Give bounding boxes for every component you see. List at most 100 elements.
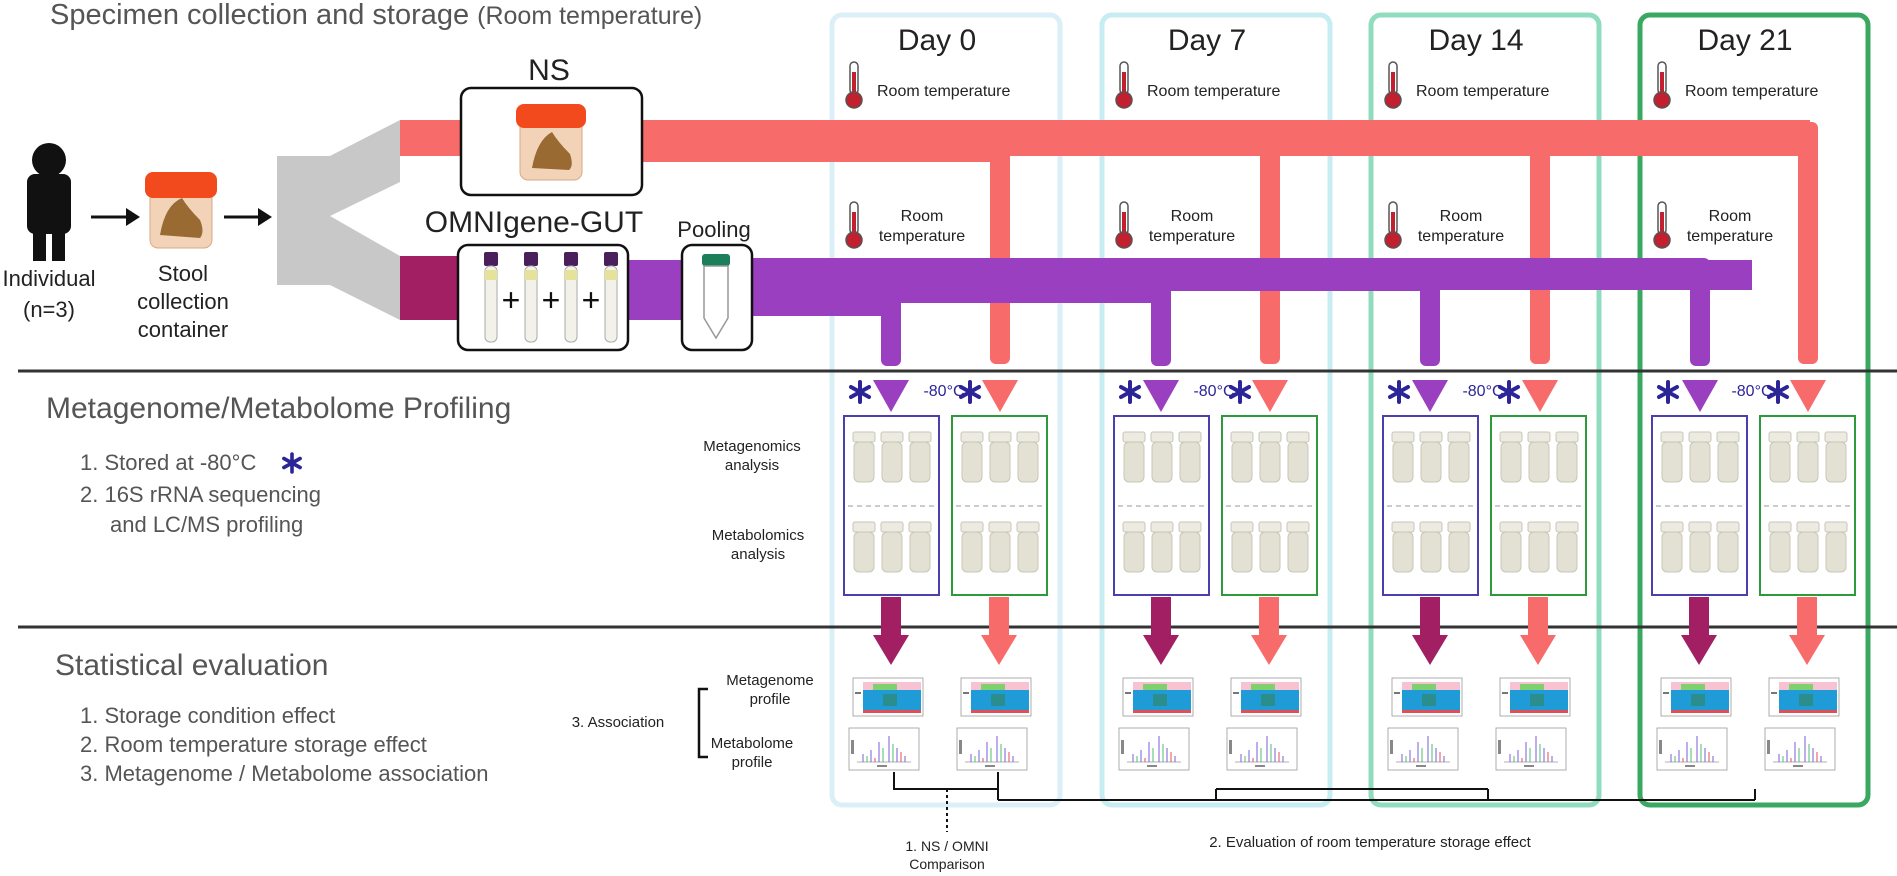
room-temp-label: 2. Evaluation of room temperature storag… — [1209, 834, 1531, 851]
tube-icon — [1230, 521, 1254, 573]
asterisk-icon — [282, 452, 302, 474]
thermometer-icon — [1653, 201, 1671, 249]
temp-mid-2-b: temperature — [1418, 228, 1504, 245]
ns-flow-arrowhead — [1252, 380, 1288, 412]
omni-tube-label — [605, 270, 617, 280]
metagenome-chart — [1391, 677, 1463, 717]
profile-arrow — [989, 597, 1009, 635]
stats-step-2: 2. Room temperature storage effect — [80, 732, 427, 757]
omni-flow-branch — [752, 258, 1700, 278]
ns-flow-drop — [990, 144, 1010, 364]
day-column-0 — [829, 12, 1063, 808]
metagenome-profile-label-1: Metagenome — [726, 672, 814, 689]
association-label: 3. Association — [572, 714, 665, 731]
tube-icon — [1824, 521, 1848, 573]
metabolome-chart — [956, 727, 1028, 771]
tube-icon — [1258, 431, 1282, 483]
day-label-3: Day 21 — [1697, 24, 1792, 57]
pooling-tube-icon — [702, 254, 730, 340]
profiling-step-2: 2. 16S rRNA sequencing — [80, 482, 321, 507]
metagenome-chart — [1122, 677, 1194, 717]
container-label-2: collection — [137, 289, 229, 314]
day-label-2: Day 14 — [1428, 24, 1523, 57]
metagenome-chart — [1499, 677, 1571, 717]
temp-top-0: Room temperature — [877, 83, 1010, 100]
omni-tube-icon — [484, 265, 498, 343]
omni-flow-arrowhead — [1412, 380, 1448, 412]
tube-icon — [1016, 431, 1040, 483]
split-funnel — [277, 120, 400, 320]
profiling-step-2b: and LC/MS profiling — [110, 512, 303, 537]
metabolome-chart — [848, 727, 920, 771]
tube-icon — [1796, 431, 1820, 483]
tube-icon — [1286, 521, 1310, 573]
omni-flow-dark — [400, 256, 460, 320]
tube-icon — [1178, 521, 1202, 573]
metagenomics-label-2: analysis — [725, 457, 779, 474]
profile-arrowhead — [1520, 635, 1556, 665]
tube-icon — [1527, 521, 1551, 573]
stool-container-icon — [145, 172, 217, 249]
metabolome-chart — [1118, 727, 1190, 771]
metagenomics-label-1: Metagenomics — [703, 438, 801, 455]
container-label-1: Stool — [158, 261, 208, 286]
tube-icon — [1258, 521, 1282, 573]
thermometer-icon — [1115, 201, 1133, 249]
asterisk-icon — [1119, 380, 1141, 404]
tube-icon — [1447, 521, 1471, 573]
plus-sign: + — [582, 282, 601, 318]
tube-icon — [1499, 431, 1523, 483]
tube-icon — [908, 431, 932, 483]
ns-omni-label-2: Comparison — [909, 856, 984, 872]
omni-box — [456, 243, 630, 352]
omni-flow-arrowhead — [1682, 380, 1718, 412]
ns-flow-arrowhead — [1790, 380, 1826, 412]
ns-flow-arrowhead — [982, 380, 1018, 412]
omni-tube-icon — [524, 265, 538, 343]
metagenome-profile-label-2: profile — [750, 691, 791, 708]
omni-flow-drop — [1690, 258, 1710, 366]
tube-icon — [1716, 521, 1740, 573]
profile-arrowhead — [1251, 635, 1287, 665]
temp-mid-2-a: Room — [1440, 208, 1483, 225]
tube-icon — [1660, 431, 1684, 483]
tube-icon — [1447, 431, 1471, 483]
day-columns — [829, 12, 1871, 808]
profile-arrowhead — [981, 635, 1017, 665]
profile-arrowhead — [1412, 635, 1448, 665]
metagenome-chart — [960, 677, 1032, 717]
tube-icon — [1419, 521, 1443, 573]
asterisk-icon — [849, 380, 871, 404]
metabolome-chart — [1656, 727, 1728, 771]
profile-arrowhead — [1681, 635, 1717, 665]
association-bracket — [697, 687, 708, 759]
tube-icon — [908, 521, 932, 573]
ns-flow-drop — [1798, 122, 1818, 364]
omni-flow-1 — [628, 260, 682, 320]
asterisk-icon — [1388, 380, 1410, 404]
metabolome-chart — [1387, 727, 1459, 771]
temp-mid-1-b: temperature — [1149, 228, 1235, 245]
freeze-label-3: -80°C — [1731, 383, 1772, 400]
profile-arrow — [1259, 597, 1279, 635]
metabolomics-label-2: analysis — [731, 546, 785, 563]
temp-top-2: Room temperature — [1416, 83, 1549, 100]
freeze-label-0: -80°C — [923, 383, 964, 400]
metabolomics-label-1: Metabolomics — [712, 527, 805, 544]
metabolome-chart — [1495, 727, 1567, 771]
metabolome-chart — [1226, 727, 1298, 771]
omni-tube-cap — [604, 252, 618, 266]
tube-icon — [880, 521, 904, 573]
tube-icon — [1555, 431, 1579, 483]
omni-tube-label — [565, 270, 577, 280]
tube-icon — [988, 521, 1012, 573]
omni-tube-label — [525, 270, 537, 280]
omni-tube-cap — [564, 252, 578, 266]
ns-label: NS — [528, 54, 570, 87]
tube-icon — [1016, 521, 1040, 573]
temp-mid-0-a: Room — [901, 208, 944, 225]
profile-arrowhead — [1789, 635, 1825, 665]
metabolome-profile-label-1: Metabolome — [711, 735, 794, 752]
profile-arrow — [1797, 597, 1817, 635]
